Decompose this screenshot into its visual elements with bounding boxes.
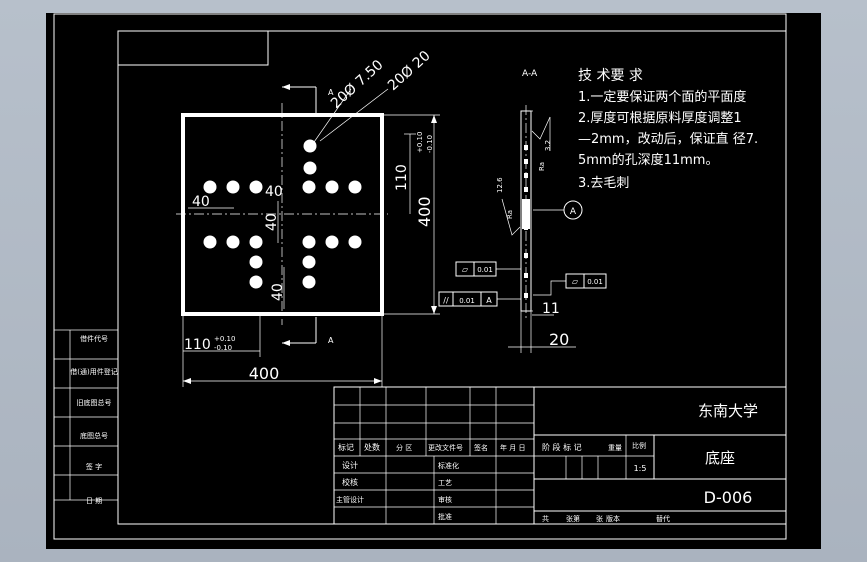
- tech-line-1: 1.一定要保证两个面的平面度: [578, 89, 746, 105]
- side-label-4: 签 字: [86, 462, 102, 471]
- dim-depth: 11: [542, 301, 560, 317]
- hole: [302, 275, 316, 289]
- hole: [302, 235, 316, 249]
- tech-line-2: 2.厚度可根据原料厚度调整1: [578, 110, 742, 126]
- hole: [302, 180, 316, 194]
- roughness-value-2: 12.6: [496, 177, 504, 193]
- side-label-0: 借件代号: [80, 334, 108, 343]
- top-left-box: [117, 30, 269, 66]
- dim-pitch-h2: 40: [265, 184, 283, 200]
- dim-tol-lower-h: -0.10: [214, 344, 232, 352]
- cad-drawing: 借件代号 借(通)用件登记 旧底图总号 底图总号 签 字 日 期 技 术要 求 …: [53, 13, 787, 540]
- parallelism-symbol: //: [443, 296, 449, 305]
- bottom-sheet: 张第: [566, 514, 580, 523]
- bottom-sheets: 张: [596, 514, 603, 523]
- header-count: 处数: [364, 442, 380, 452]
- side-label-3: 底图总号: [80, 431, 108, 440]
- label-chief: 主管设计: [336, 495, 364, 504]
- hole: [325, 235, 339, 249]
- title-block: 标记 处数 分 区 更改文件号 签名 年 月 日 阶 段 标 记 重量 比例 1…: [333, 386, 787, 525]
- dim-pitch-h1: 40: [192, 194, 210, 210]
- weight-label: 重量: [608, 444, 622, 452]
- dim-pitch-v1: 40: [264, 213, 280, 231]
- callout-hole-large: 20Ø 20: [385, 48, 434, 94]
- hole: [226, 180, 240, 194]
- section-title: A-A: [522, 69, 538, 79]
- label-approve: 批准: [438, 512, 452, 521]
- side-label-2: 旧底图总号: [77, 398, 112, 407]
- roughness-label-2: Ra: [506, 210, 514, 219]
- technical-requirements: 技 术要 求 1.一定要保证两个面的平面度 2.厚度可根据原料厚度调整1 —2m…: [578, 68, 758, 191]
- hole: [348, 235, 362, 249]
- datum-circle: [563, 200, 583, 220]
- dim-height: 400: [415, 196, 434, 227]
- tech-line-5: 3.去毛刺: [578, 176, 629, 191]
- section-view: A-A 3.2 Ra 12.6 Ra A ▱ 0.01 // 0.01 A: [438, 69, 607, 353]
- side-label-1: 借(通)用件登记: [70, 367, 117, 376]
- bottom-version: 版本: [606, 514, 620, 523]
- label-check: 校核: [342, 477, 358, 487]
- hole: [302, 255, 316, 269]
- label-review: 审核: [438, 495, 452, 504]
- flatness-symbol-1: ▱: [462, 265, 469, 274]
- label-standard: 标准化: [438, 461, 459, 470]
- hole: [249, 275, 263, 289]
- tech-title: 技 术要 求: [578, 68, 643, 84]
- parallelism-value: 0.01: [459, 297, 475, 305]
- scale-label: 比例: [632, 441, 646, 450]
- flatness-value-2: 0.01: [587, 278, 603, 286]
- hole: [226, 235, 240, 249]
- drawing-number: D-006: [704, 488, 753, 507]
- hole: [348, 180, 362, 194]
- section-mark-bottom: A: [328, 336, 334, 345]
- dim-tol-upper-h: +0.10: [214, 335, 235, 343]
- header-mark: 标记: [338, 442, 354, 452]
- side-label-5: 日 期: [86, 497, 102, 505]
- hole: [249, 180, 263, 194]
- label-design: 设计: [342, 460, 358, 470]
- roughness-value-1: 3.2: [544, 140, 552, 151]
- school-name: 东南大学: [698, 402, 758, 420]
- section-mark-top: A: [328, 88, 334, 97]
- hole: [203, 180, 217, 194]
- flatness-value-1: 0.01: [477, 266, 493, 274]
- part-name: 底座: [705, 449, 735, 467]
- label-process: 工艺: [438, 479, 452, 487]
- header-zone: 分 区: [396, 443, 412, 452]
- dim-thickness: 20: [549, 330, 569, 349]
- side-strip: 借件代号 借(通)用件登记 旧底图总号 底图总号 签 字 日 期: [53, 329, 119, 505]
- front-view: A A 20Ø 7.50 20Ø 20 40 40 40 40 110 +0.1…: [176, 48, 440, 387]
- base-plate-outline: [181, 113, 384, 316]
- stage-mark-label: 阶 段 标 记: [542, 442, 582, 452]
- header-date: 年 月 日: [500, 443, 525, 452]
- header-sign: 签名: [474, 443, 488, 452]
- dim-offset-v: 110: [394, 164, 410, 191]
- scale-value: 1:5: [634, 464, 647, 473]
- hole: [249, 235, 263, 249]
- flatness-symbol-2: ▱: [572, 277, 579, 286]
- dim-tol-lower-v: -0.10: [426, 135, 434, 153]
- hole: [303, 161, 317, 175]
- bottom-total: 共: [542, 514, 549, 523]
- section-hole-mark: [524, 173, 528, 178]
- hole: [203, 235, 217, 249]
- hole-pattern: [203, 139, 362, 289]
- section-hole-mark: [524, 293, 528, 298]
- datum-label: A: [570, 207, 577, 217]
- hole: [249, 255, 263, 269]
- drawing-sheet: 借件代号 借(通)用件登记 旧底图总号 底图总号 签 字 日 期 技 术要 求 …: [46, 13, 821, 549]
- dim-width: 400: [249, 364, 280, 383]
- header-file: 更改文件号: [428, 443, 463, 452]
- roughness-label-1: Ra: [538, 162, 546, 171]
- bottom-replace: 替代: [656, 514, 670, 523]
- hole: [325, 180, 339, 194]
- callout-hole-small: 20Ø 7.50: [328, 57, 387, 112]
- parallelism-datum: A: [486, 296, 492, 305]
- dim-pitch-v2: 40: [270, 283, 286, 301]
- tech-line-3: —2mm，改动后，保证直 径7.: [578, 132, 758, 147]
- dim-tol-upper-v: +0.10: [416, 132, 424, 153]
- tech-line-4: 5mm的孔深度11mm。: [578, 152, 718, 168]
- section-hole-mark: [524, 187, 528, 192]
- dim-offset-h: 110: [184, 337, 211, 353]
